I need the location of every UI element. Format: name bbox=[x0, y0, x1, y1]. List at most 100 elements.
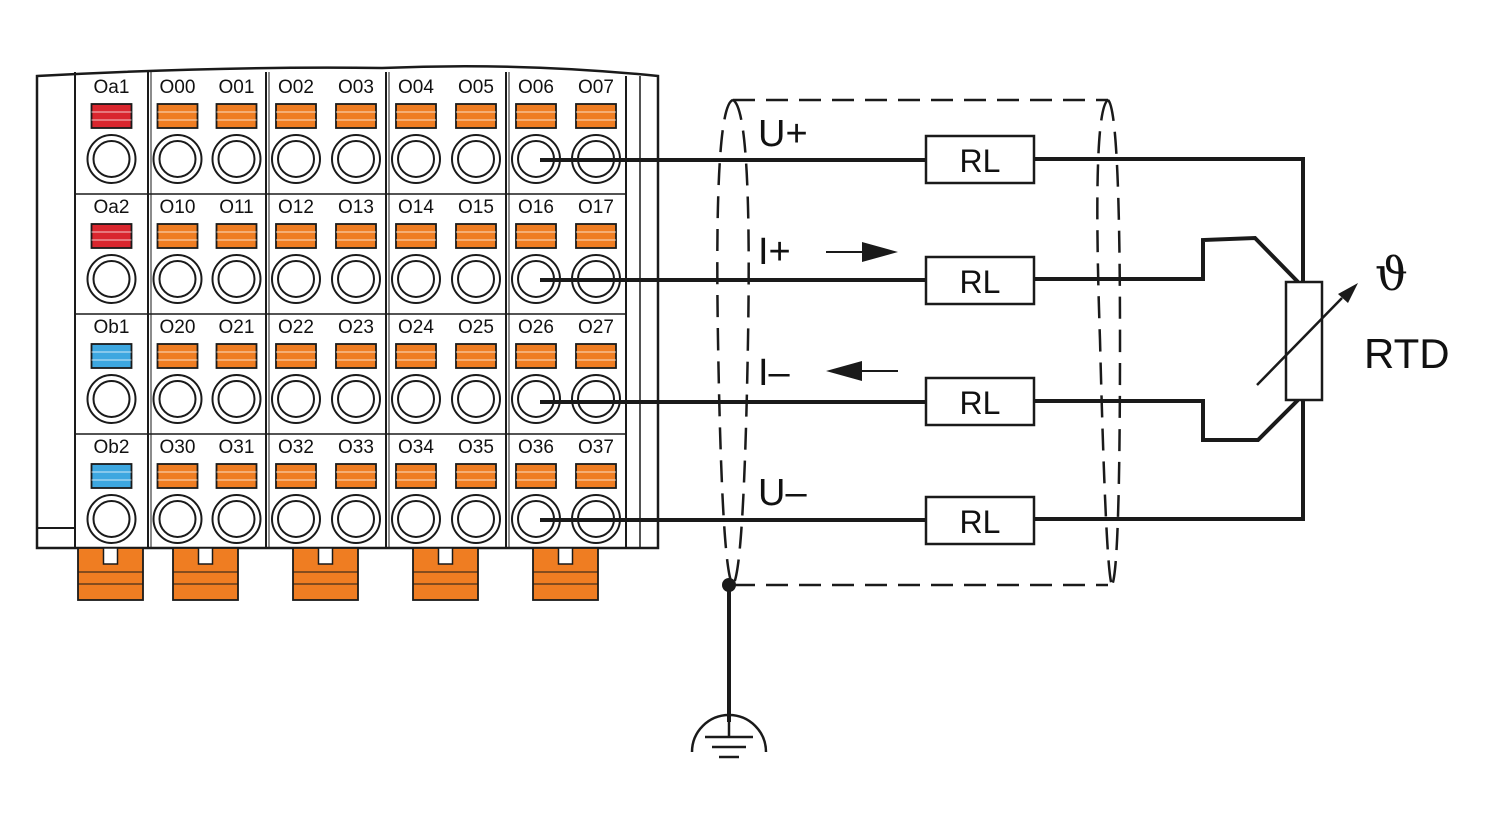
push-button bbox=[275, 103, 317, 129]
push-button-body bbox=[455, 463, 497, 489]
cable-shield bbox=[716, 98, 1122, 587]
terminal-block-housing bbox=[35, 64, 660, 550]
push-button bbox=[575, 463, 617, 489]
push-button-body bbox=[90, 343, 133, 369]
terminal-label: O12 bbox=[278, 197, 314, 218]
push-button bbox=[455, 103, 497, 129]
push-button bbox=[335, 223, 377, 249]
wire-entry-inner bbox=[337, 140, 375, 178]
wire-entry-inner bbox=[457, 380, 495, 418]
release-lever bbox=[532, 547, 599, 601]
wire-entry-inner bbox=[92, 140, 131, 178]
wire-entry-inner bbox=[457, 140, 495, 178]
wire-entry-inner bbox=[158, 140, 197, 178]
push-button bbox=[515, 103, 557, 129]
resistor-label: RL bbox=[960, 143, 1001, 179]
wire-entry-inner bbox=[92, 380, 131, 418]
terminal-label: Ob1 bbox=[94, 317, 130, 338]
temperature-symbol: ϑ bbox=[1375, 247, 1408, 301]
variable-arrow-head-icon bbox=[1338, 283, 1358, 303]
terminal-label: Ob2 bbox=[94, 437, 130, 458]
resistor-label: RL bbox=[960, 385, 1001, 421]
terminal-label: O22 bbox=[278, 317, 314, 338]
terminal-label: O33 bbox=[338, 437, 374, 458]
signal-label-i-minus: I– bbox=[758, 352, 791, 394]
push-button-body bbox=[575, 343, 617, 369]
resistor-rl-2: RL bbox=[924, 255, 1036, 306]
terminal-label: O13 bbox=[338, 197, 374, 218]
terminal-label: O24 bbox=[398, 317, 434, 338]
push-button bbox=[335, 103, 377, 129]
push-button-body bbox=[515, 463, 557, 489]
push-button bbox=[575, 103, 617, 129]
terminal-label: O03 bbox=[338, 77, 374, 98]
resistor-rl-3: RL bbox=[924, 376, 1036, 427]
push-button bbox=[575, 343, 617, 369]
push-button-body bbox=[335, 343, 377, 369]
terminal-label: O07 bbox=[578, 77, 614, 98]
wire-entry-inner bbox=[92, 260, 131, 298]
wire-entry-inner bbox=[277, 380, 315, 418]
terminal-label: O04 bbox=[398, 77, 434, 98]
terminal-label: Oa2 bbox=[94, 197, 130, 218]
terminal-label: O14 bbox=[398, 197, 434, 218]
signal-label-u-plus: U+ bbox=[758, 113, 808, 155]
terminal-label: O15 bbox=[458, 197, 494, 218]
wire-entry-inner bbox=[277, 140, 315, 178]
push-button bbox=[275, 463, 317, 489]
push-button-body bbox=[90, 463, 133, 489]
push-button bbox=[90, 103, 133, 129]
push-button bbox=[90, 223, 133, 249]
push-button-body bbox=[455, 103, 497, 129]
terminal-label: O34 bbox=[398, 437, 434, 458]
release-lever bbox=[172, 547, 239, 601]
wire-entry-inner bbox=[92, 500, 131, 538]
push-button bbox=[455, 223, 497, 249]
push-button bbox=[156, 463, 199, 489]
push-button bbox=[395, 223, 437, 249]
push-button-body bbox=[395, 343, 437, 369]
terminal-label: O21 bbox=[219, 317, 255, 338]
push-button-body bbox=[275, 343, 317, 369]
terminal-label: O25 bbox=[458, 317, 494, 338]
variable-arrow-line bbox=[1256, 297, 1343, 386]
push-button bbox=[335, 463, 377, 489]
resistor-label: RL bbox=[960, 264, 1001, 300]
push-button-body bbox=[515, 343, 557, 369]
terminal-label: O10 bbox=[160, 197, 196, 218]
ground-icon bbox=[690, 713, 768, 759]
push-button-body bbox=[215, 463, 258, 489]
wire-entry-inner bbox=[517, 380, 555, 418]
wire-entry-inner bbox=[217, 500, 256, 538]
wire-entry-inner bbox=[397, 380, 435, 418]
rtd-label: RTD bbox=[1364, 330, 1450, 377]
terminal-label: O00 bbox=[160, 77, 196, 98]
terminal-label: O37 bbox=[578, 437, 614, 458]
push-button-body bbox=[395, 463, 437, 489]
push-button-body bbox=[90, 103, 133, 129]
push-button bbox=[275, 223, 317, 249]
push-button-body bbox=[275, 223, 317, 249]
wire-entry-inner bbox=[217, 380, 256, 418]
push-button-body bbox=[335, 103, 377, 129]
resistor-label: RL bbox=[960, 504, 1001, 540]
wire-entry-inner bbox=[277, 500, 315, 538]
push-button-body bbox=[455, 343, 497, 369]
push-button bbox=[395, 343, 437, 369]
wire-entry-inner bbox=[337, 260, 375, 298]
wire-entry-inner bbox=[337, 380, 375, 418]
wire-entry-inner bbox=[457, 500, 495, 538]
terminal-label: O11 bbox=[219, 197, 254, 218]
push-button bbox=[156, 103, 199, 129]
push-button-body bbox=[395, 103, 437, 129]
line-resistors: RL RL RL RL bbox=[924, 134, 1036, 546]
wire-u-minus-return bbox=[1034, 400, 1305, 521]
push-button-body bbox=[575, 223, 617, 249]
push-button-body bbox=[215, 103, 258, 129]
wire-u-plus-return bbox=[1034, 157, 1305, 282]
push-button-body bbox=[156, 103, 199, 129]
shield-junction-dot bbox=[722, 578, 736, 592]
push-button-body bbox=[515, 103, 557, 129]
